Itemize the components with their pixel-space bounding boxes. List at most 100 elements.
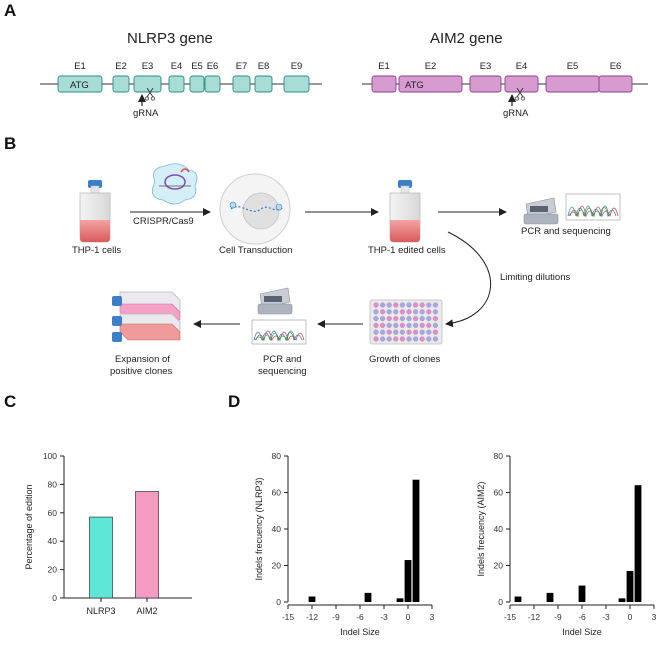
- expansion-label-1: Expansion of: [115, 354, 170, 365]
- cell-transduction-icon: [219, 173, 291, 245]
- chart-d1-y-tick-label: 80: [272, 451, 282, 461]
- pcr-machine-top-icon: [523, 197, 559, 225]
- chart-c-y-tick-label: 20: [48, 565, 58, 575]
- nlrp3-exon-6: [204, 75, 221, 93]
- nlrp3-grna-label: gRNA: [133, 108, 159, 119]
- arrow-limiting-dilutions: [445, 231, 491, 328]
- aim2-exon-label-5: E5: [567, 61, 579, 72]
- chart-d2-x-tick-label: -3: [602, 612, 610, 622]
- nlrp3-exon-label-5: E5: [191, 61, 203, 72]
- aim2-grna-label: gRNA: [503, 108, 529, 119]
- aim2-exon-label-4: E4: [516, 61, 528, 72]
- aim2-exon-label-6: E6: [610, 61, 622, 72]
- chart-d2-y-tick-label: 80: [494, 451, 504, 461]
- pcr-sequencing-bottom-label-2: sequencing: [258, 366, 307, 377]
- aim2-exon-1: [371, 75, 397, 93]
- chart-d2-bar: [546, 592, 554, 602]
- chart-d2-x-tick-label: 0: [628, 612, 633, 622]
- well-plate-icon: [369, 299, 443, 345]
- nlrp3-exon-1: [57, 75, 103, 93]
- thp1-cells-flask-icon: [79, 180, 111, 243]
- nlrp3-exon-label-8: E8: [258, 61, 270, 72]
- chart-d1-xlabel: Indel Size: [340, 627, 380, 637]
- chart-d1-y-tick-label: 20: [272, 561, 282, 571]
- crispr-vector-icon: [151, 163, 198, 205]
- aim2-exon-label-2: E2: [425, 61, 437, 72]
- pcr-machine-bottom-icon: [257, 287, 293, 315]
- panel-letter-d: D: [228, 392, 240, 411]
- nlrp3-exon-label-2: E2: [115, 61, 127, 72]
- aim2-exon-label-1: E1: [378, 61, 390, 72]
- nlrp3-exon-label-7: E7: [236, 61, 248, 72]
- aim2-gene-title: AIM2 gene: [430, 30, 503, 47]
- chart-d1-x-tick-label: -6: [356, 612, 364, 622]
- chart-d2-y-tick-label: 0: [498, 597, 503, 607]
- chromatogram-bottom-icon: [251, 319, 307, 345]
- chart-d2-ylabel: Indels frecuency (AIM2): [476, 481, 486, 576]
- aim2-exon-4: [504, 75, 539, 93]
- chart-d2-y-tick-label: 40: [494, 524, 504, 534]
- aim2-exon-6: [598, 75, 633, 93]
- nlrp3-exon-2: [112, 75, 130, 93]
- chart-d2-x-tick-label: 3: [652, 612, 657, 622]
- chart-d2-bar: [626, 570, 634, 602]
- chart-d2-x-tick-label: -6: [578, 612, 586, 622]
- thp1-edited-cells-label: THP-1 edited cells: [368, 245, 446, 256]
- nlrp3-exon-label-1: E1: [74, 61, 86, 72]
- nlrp3-exon-7: [232, 75, 251, 93]
- nlrp3-exon-label-9: E9: [291, 61, 303, 72]
- chart-d1-bar: [404, 560, 412, 602]
- panel-letter-a: A: [4, 1, 16, 20]
- crispr-cas9-label: CRISPR/Cas9: [133, 216, 194, 227]
- pcr-sequencing-bottom-label-1: PCR and: [263, 354, 302, 365]
- nlrp3-exon-label-4: E4: [171, 61, 183, 72]
- aim2-exon-5: [545, 75, 600, 93]
- aim2-exon-label-3: E3: [480, 61, 492, 72]
- chart-c-y-tick-label: 80: [48, 479, 58, 489]
- chart-d2-x-tick-label: -12: [528, 612, 541, 622]
- nlrp3-exon-label-6: E6: [207, 61, 219, 72]
- chart-d1-ylabel: Indels frecuency (NLRP3): [254, 477, 264, 580]
- chart-c-bar-aim2: [135, 491, 159, 599]
- chart-d1-bar: [396, 598, 404, 602]
- chart-d2-x-tick-label: -15: [504, 612, 517, 622]
- cell-transduction-label: Cell Transduction: [219, 245, 292, 256]
- nlrp3-exon-3: [133, 75, 162, 93]
- chart-d1-bar: [412, 479, 420, 602]
- chart-c-y-tick-label: 60: [48, 508, 58, 518]
- chart-c-ylabel: Percentage of edition: [24, 484, 34, 569]
- panel-letter-c: C: [4, 392, 16, 411]
- chart-d1-x-tick-label: -9: [332, 612, 340, 622]
- thp1-cells-label: THP-1 cells: [72, 245, 121, 256]
- stacked-flasks-icon: [112, 291, 181, 342]
- aim2-exon-3: [469, 75, 502, 93]
- nlrp3-exon-4: [168, 75, 185, 93]
- aim2-atg-label: ATG: [405, 80, 424, 91]
- chart-d1-y-tick-label: 60: [272, 488, 282, 498]
- chart-d1-x-tick-label: -15: [282, 612, 295, 622]
- chart-d1-bar: [308, 596, 316, 602]
- nlrp3-exon-9: [283, 75, 310, 93]
- chart-d2-xlabel: Indel Size: [562, 627, 602, 637]
- pcr-sequencing-top-label: PCR and sequencing: [521, 226, 611, 237]
- chart-d1-x-tick-label: 0: [406, 612, 411, 622]
- chart-d2-bar: [514, 596, 522, 602]
- panel-letter-b: B: [4, 134, 16, 153]
- chart-c-y-tick-label: 40: [48, 536, 58, 546]
- chart-d2-y-tick-label: 20: [494, 561, 504, 571]
- nlrp3-exon-label-3: E3: [142, 61, 154, 72]
- chart-d2-y-tick-label: 60: [494, 488, 504, 498]
- chart-c-y-tick-label: 100: [43, 451, 57, 461]
- chart-d2-bar: [578, 585, 586, 602]
- chart-c-bar-nlrp3: [89, 516, 113, 599]
- chart-d2-bar: [634, 485, 642, 602]
- chart-d2-x-tick-label: -9: [554, 612, 562, 622]
- nlrp3-atg-label: ATG: [70, 80, 89, 91]
- chart-d1-x-tick-label: -3: [380, 612, 388, 622]
- chart-d1-x-tick-label: 3: [430, 612, 435, 622]
